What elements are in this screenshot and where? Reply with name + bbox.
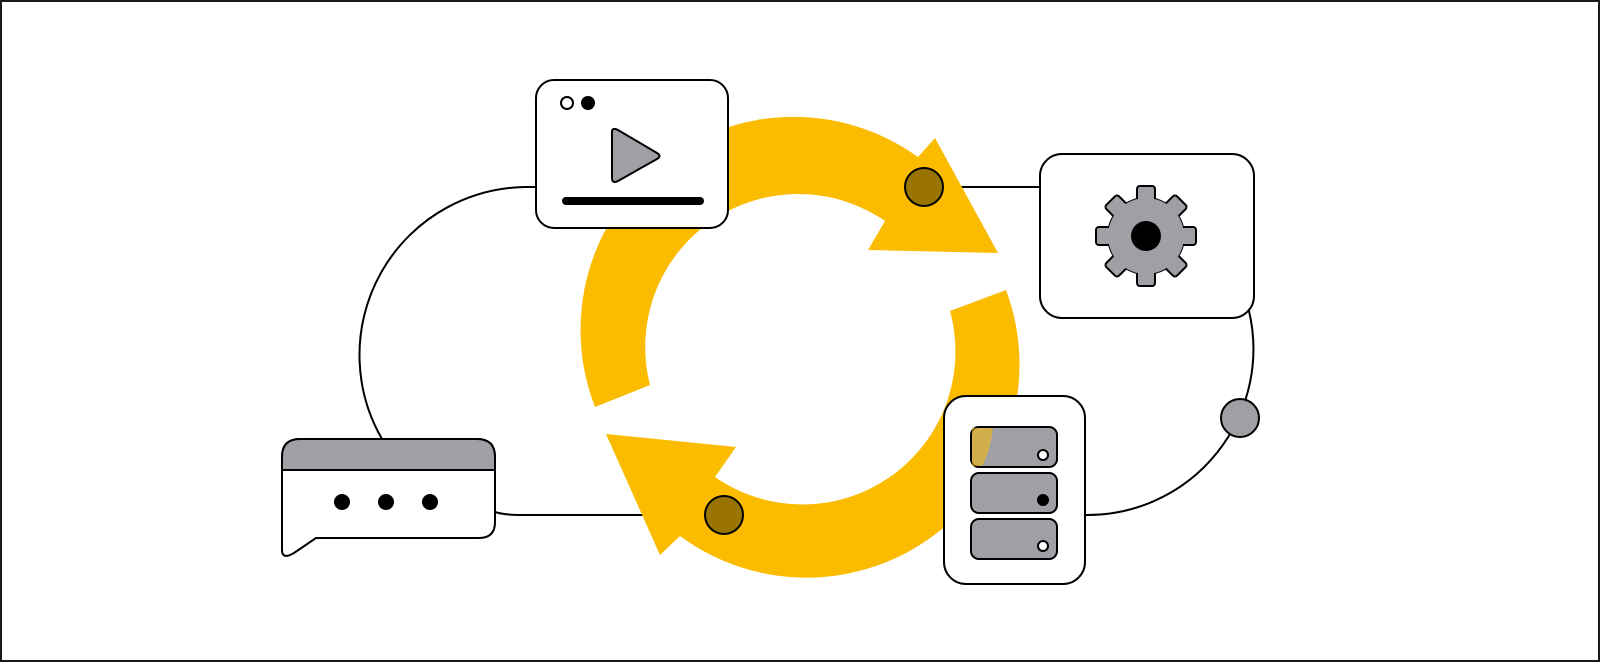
gear-icon [1095, 185, 1197, 287]
play-icon [611, 127, 661, 183]
typing-dot-1 [334, 494, 350, 510]
connector-chat-to-server [494, 511, 944, 516]
chat-bubble-card [281, 438, 496, 557]
server-led-2 [1037, 494, 1049, 506]
node-dot-right [1220, 398, 1260, 438]
server-led-3 [1037, 540, 1049, 552]
server-icon [970, 426, 1058, 560]
connector-right-loop [1084, 310, 1255, 517]
server-unit-2 [970, 472, 1058, 514]
server-stack-card [943, 395, 1086, 585]
typing-dot-3 [422, 494, 438, 510]
node-dot-bottom [704, 495, 744, 535]
server-led-1 [1037, 449, 1049, 461]
server-unit-3 [970, 518, 1058, 560]
window-dot-empty [560, 96, 574, 110]
typing-dot-2 [378, 494, 394, 510]
settings-card [1039, 153, 1255, 319]
connector-left-loop [358, 186, 536, 440]
overlap-server-unit [972, 428, 993, 466]
connector-nodes [704, 167, 1260, 535]
overlap-tints [972, 428, 993, 466]
server-unit-1 [970, 426, 1058, 468]
video-player-card [535, 79, 729, 229]
node-dot-top [904, 167, 944, 207]
chat-bubble-header [281, 438, 496, 471]
window-dot-filled [581, 96, 595, 110]
